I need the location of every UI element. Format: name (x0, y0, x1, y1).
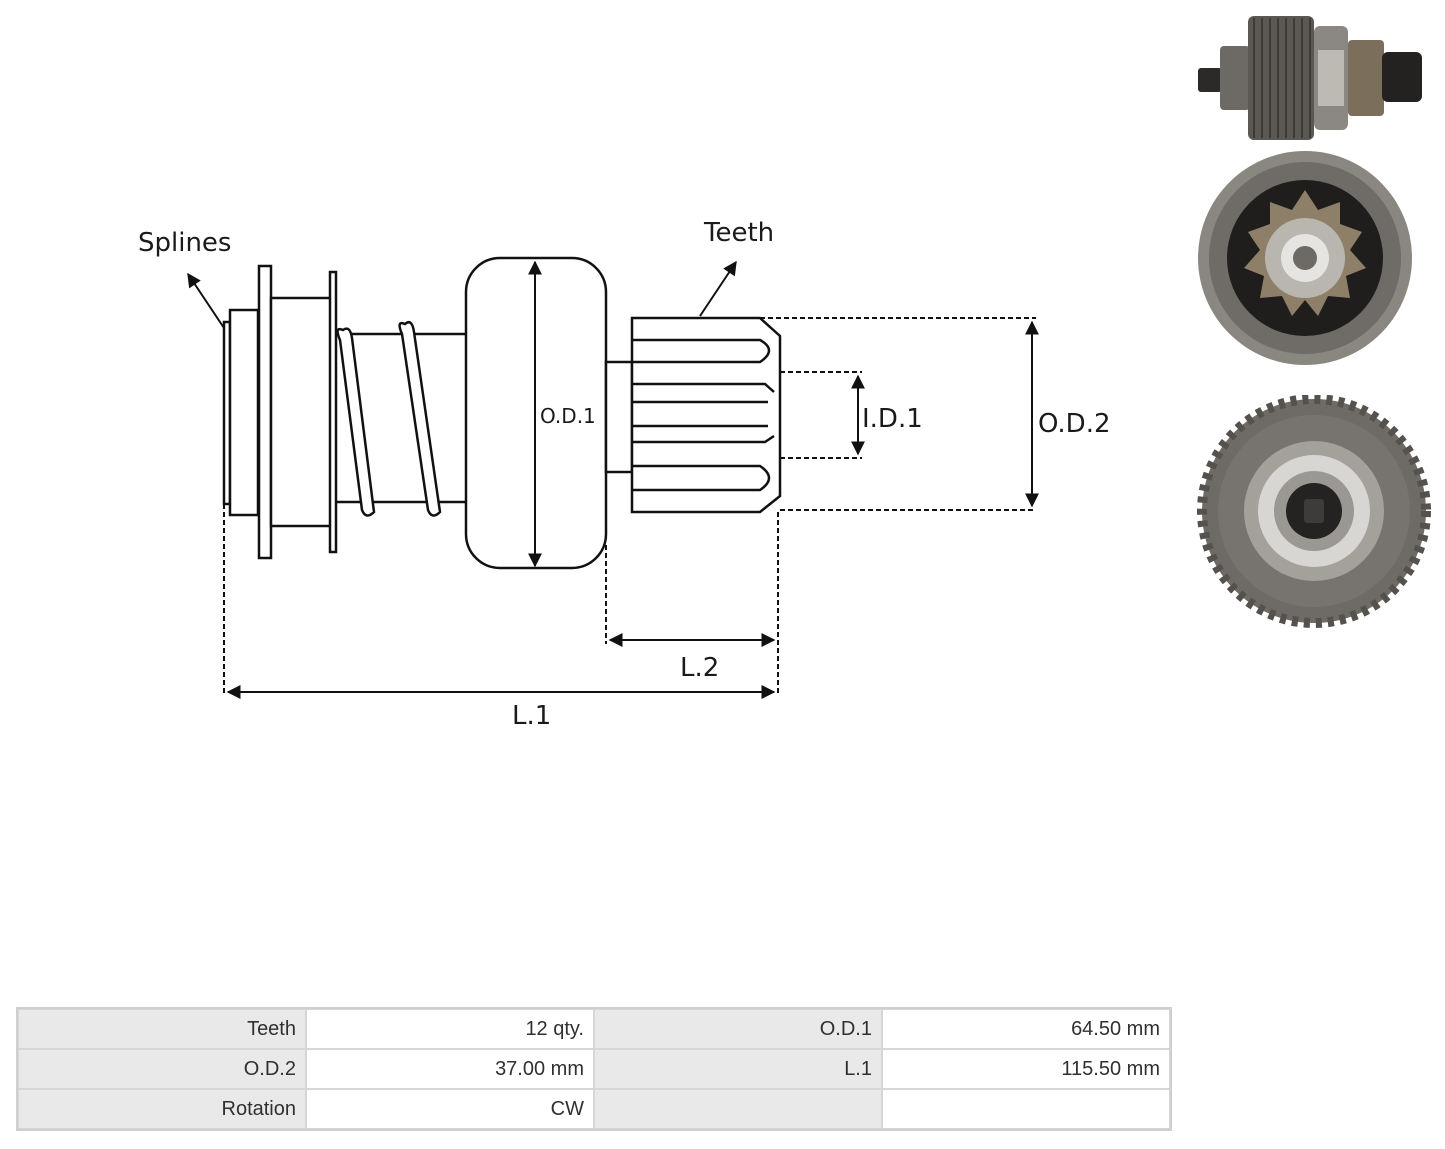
od2-label: O.D.2 (1038, 409, 1111, 439)
spec-key: O.D.2 (18, 1049, 306, 1089)
table-row: Rotation CW (18, 1089, 1170, 1129)
spec-value: 115.50 mm (882, 1049, 1170, 1089)
id1-label: I.D.1 (862, 404, 923, 434)
starter-drive-diagram: Splines Teeth O.D.1 I.D.1 O.D.2 L.2 L.1 (138, 218, 1111, 731)
spec-key: L.1 (594, 1049, 882, 1089)
spec-value: 37.00 mm (306, 1049, 594, 1089)
drive-end-photo (1197, 395, 1431, 628)
specifications-table: Teeth 12 qty. O.D.1 64.50 mm O.D.2 37.00… (16, 1007, 1172, 1131)
l2-label: L.2 (680, 653, 719, 683)
spec-key: Rotation (18, 1089, 306, 1129)
side-view-photo (1198, 16, 1422, 140)
spec-key (594, 1089, 882, 1129)
spec-value: 64.50 mm (882, 1009, 1170, 1049)
helix-spring (336, 321, 466, 517)
teeth-label: Teeth (703, 218, 774, 248)
spec-value (882, 1089, 1170, 1129)
l1-label: L.1 (512, 701, 551, 731)
pinion-end-photo (1198, 151, 1412, 365)
od1-label: O.D.1 (540, 404, 596, 428)
splines-label: Splines (138, 228, 231, 258)
pinion-gear (630, 316, 782, 514)
spline-hub (222, 264, 338, 560)
spec-value: 12 qty. (306, 1009, 594, 1049)
spec-key: Teeth (18, 1009, 306, 1049)
table-row: Teeth 12 qty. O.D.1 64.50 mm (18, 1009, 1170, 1049)
table-row: O.D.2 37.00 mm L.1 115.50 mm (18, 1049, 1170, 1089)
spec-value: CW (306, 1089, 594, 1129)
spec-key: O.D.1 (594, 1009, 882, 1049)
